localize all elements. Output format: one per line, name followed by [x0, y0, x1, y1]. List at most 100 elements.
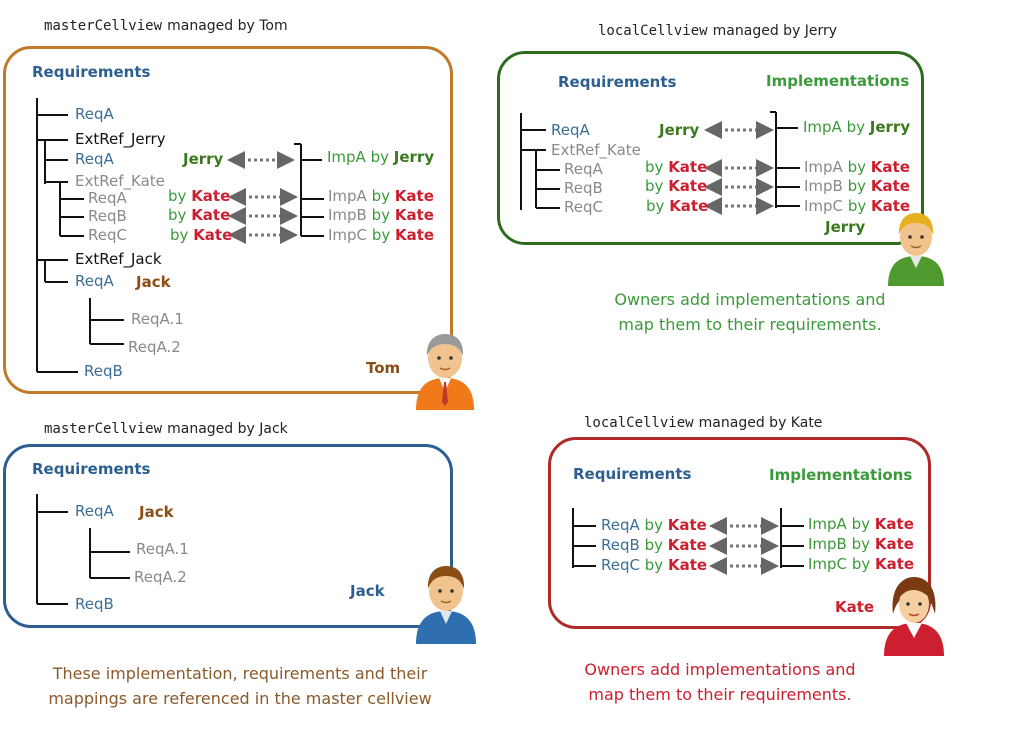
kate-by-label: by: [851, 535, 871, 553]
tom-extref-jack: ExtRef_Jack: [75, 250, 162, 268]
tom-caption-text: managed by Tom: [167, 18, 288, 34]
jerry-by-label: by: [646, 197, 665, 215]
jerry-by-label: by: [847, 197, 867, 215]
tom-by-label: by: [371, 206, 391, 224]
kate-kate-label: Kate: [874, 535, 914, 553]
jerry-kate-owner-b: by Kate: [645, 179, 707, 194]
tom-kate-reqb: ReqB: [88, 207, 127, 225]
kate-kate-label: Kate: [667, 556, 708, 574]
tom-kate-impa: ImpA by Kate: [328, 189, 434, 204]
jerry-kate-reqc: ReqC: [564, 198, 603, 216]
jack-reqa-owner: Jack: [139, 503, 174, 521]
kate-avatar-icon: [884, 577, 944, 656]
kate-caption-code: localCellview: [584, 415, 694, 431]
jerry-avatar-icon: [888, 213, 944, 286]
jack-reqa: ReqA: [75, 502, 114, 520]
jerry-kate-label: Kate: [668, 177, 708, 195]
jerry-note-line2: map them to their requirements.: [618, 314, 882, 334]
jerry-kate-label: Kate: [870, 177, 910, 195]
tom-jerry-reqa: ReqA: [75, 150, 114, 168]
kate-reqc: ReqC by Kate: [601, 558, 707, 573]
tom-kate-label: Kate: [394, 187, 434, 205]
tom-by-label: by: [168, 187, 187, 205]
jerry-kate-reqb: ReqB: [564, 179, 603, 197]
jerry-implementations-heading: Implementations: [766, 72, 910, 90]
tom-jack-owner: Jack: [136, 273, 171, 291]
jerry-owner-label: Jerry: [825, 218, 866, 236]
kate-cellview-box: [548, 437, 931, 629]
kate-kate-label: Kate: [875, 555, 915, 573]
tom-kate-label: Kate: [193, 226, 233, 244]
kate-reqa: ReqA by Kate: [601, 518, 707, 533]
tom-kate-impb: ImpB by Kate: [328, 208, 434, 223]
tom-impc-label: ImpC: [328, 226, 368, 244]
kate-note-line1: Owners add implementations and: [584, 660, 856, 679]
jack-caption: masterCellview managed by Jack: [44, 420, 288, 436]
kate-owner-label: Kate: [835, 598, 875, 616]
tom-kate-reqa: ReqA: [88, 189, 127, 207]
kate-reqb-label: ReqB: [601, 536, 640, 554]
jerry-impb-label: ImpB: [804, 177, 843, 195]
kate-impb: ImpB by Kate: [808, 537, 914, 552]
tom-reqb: ReqB: [84, 362, 123, 380]
jerry-kate-owner-c: by Kate: [646, 199, 708, 214]
jerry-kate-reqa: ReqA: [564, 160, 603, 178]
tom-extref-kate: ExtRef_Kate: [75, 172, 165, 190]
kate-caption: localCellview managed by Kate: [584, 414, 822, 430]
jerry-by-label: by: [847, 177, 867, 195]
jerry-extref-kate: ExtRef_Kate: [551, 141, 641, 159]
tom-kate-owner-c: by Kate: [170, 228, 232, 243]
kate-by-label: by: [644, 556, 664, 574]
tom-by-label: by: [168, 206, 187, 224]
kate-requirements-heading: Requirements: [573, 465, 692, 483]
kate-reqb: ReqB by Kate: [601, 538, 707, 553]
jerry-note-line1: Owners add implementations and: [614, 290, 886, 309]
jack-caption-text: managed by Jack: [167, 421, 288, 437]
tom-cellview-box: [3, 46, 453, 394]
kate-kate-label: Kate: [667, 536, 707, 554]
tom-kate-label: Kate: [191, 206, 231, 224]
kate-impa: ImpA by Kate: [808, 517, 914, 532]
jack-caption-code: masterCellview: [44, 421, 163, 437]
jerry-caption-text: managed by Jerry: [712, 23, 838, 39]
jack-requirements-heading: Requirements: [32, 460, 151, 478]
kate-reqc-label: ReqC: [601, 556, 640, 574]
kate-kate-label: Kate: [667, 516, 707, 534]
tom-kate-reqc: ReqC: [88, 226, 127, 244]
kate-implementations-heading: Implementations: [769, 466, 913, 484]
jerry-impa: ImpA by Jerry: [803, 120, 910, 135]
jerry-kate-label: Kate: [669, 197, 709, 215]
tom-jerry-impa: ImpA by Jerry: [327, 150, 434, 165]
tom-reqa1: ReqA.1: [131, 310, 184, 328]
tom-requirements-heading: Requirements: [32, 63, 151, 81]
tom-reqa2: ReqA.2: [128, 338, 181, 356]
jack-note: These implementation, requirements and t…: [20, 662, 460, 712]
kate-by-label: by: [851, 555, 871, 573]
tom-by-label: by: [371, 187, 391, 205]
tom-caption: masterCellview managed by Tom: [44, 17, 288, 33]
tom-jerry-impa-owner: Jerry: [393, 148, 435, 166]
kate-note: Owners add implementations and map them …: [540, 658, 900, 708]
tom-jerry-owner: Jerry: [183, 150, 224, 168]
jerry-kate-owner-a: by Kate: [645, 160, 707, 175]
tom-by-label: by: [371, 226, 391, 244]
jerry-impa-label: ImpA by: [803, 118, 865, 136]
kate-note-line2: map them to their requirements.: [588, 684, 852, 704]
tom-extref-jerry: ExtRef_Jerry: [75, 130, 166, 148]
tom-kate-label: Kate: [395, 226, 435, 244]
jerry-requirements-heading: Requirements: [558, 73, 677, 91]
tom-jerry-impa-label: ImpA by: [327, 148, 389, 166]
tom-kate-label: Kate: [191, 187, 231, 205]
tom-by-label: by: [170, 226, 189, 244]
kate-kate-label: Kate: [874, 515, 914, 533]
jerry-impc-label: ImpC: [804, 197, 844, 215]
jerry-by-label: by: [645, 177, 664, 195]
tom-owner-label: Tom: [366, 359, 401, 377]
jerry-kate-impb: ImpB by Kate: [804, 179, 910, 194]
kate-impb-label: ImpB: [808, 535, 847, 553]
jack-reqa2: ReqA.2: [134, 568, 187, 586]
jerry-by-label: by: [645, 158, 664, 176]
kate-by-label: by: [851, 515, 871, 533]
